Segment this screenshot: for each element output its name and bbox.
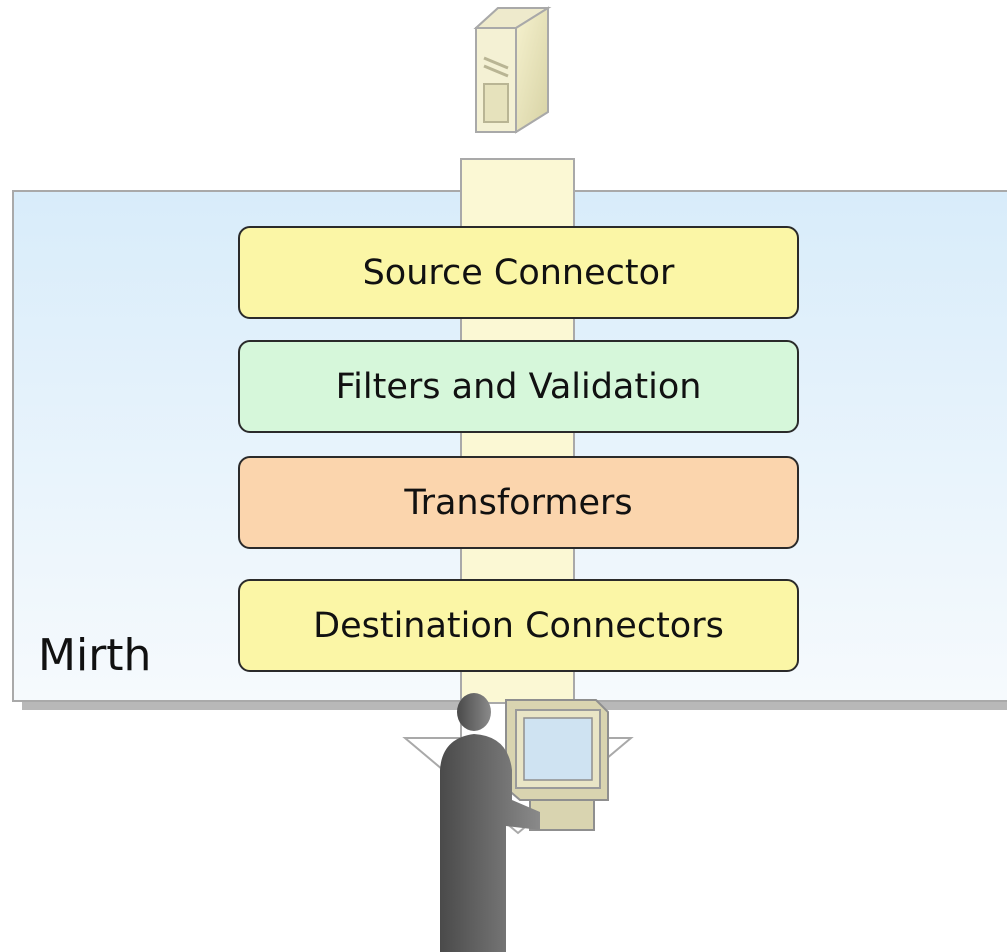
stage-box-destination-connectors: Destination Connectors [238,579,799,672]
server-icon [473,6,552,134]
stage-label: Destination Connectors [313,605,724,646]
stage-label: Filters and Validation [335,366,702,407]
stage-box-filters-and-validation: Filters and Validation [238,340,799,433]
stage-label: Source Connector [362,252,675,293]
user-at-computer-icon [440,693,609,952]
stage-box-source-connector: Source Connector [238,226,799,319]
stage-label: Transformers [404,482,633,523]
system-label: Mirth [38,630,152,681]
stage-box-transformers: Transformers [238,456,799,549]
